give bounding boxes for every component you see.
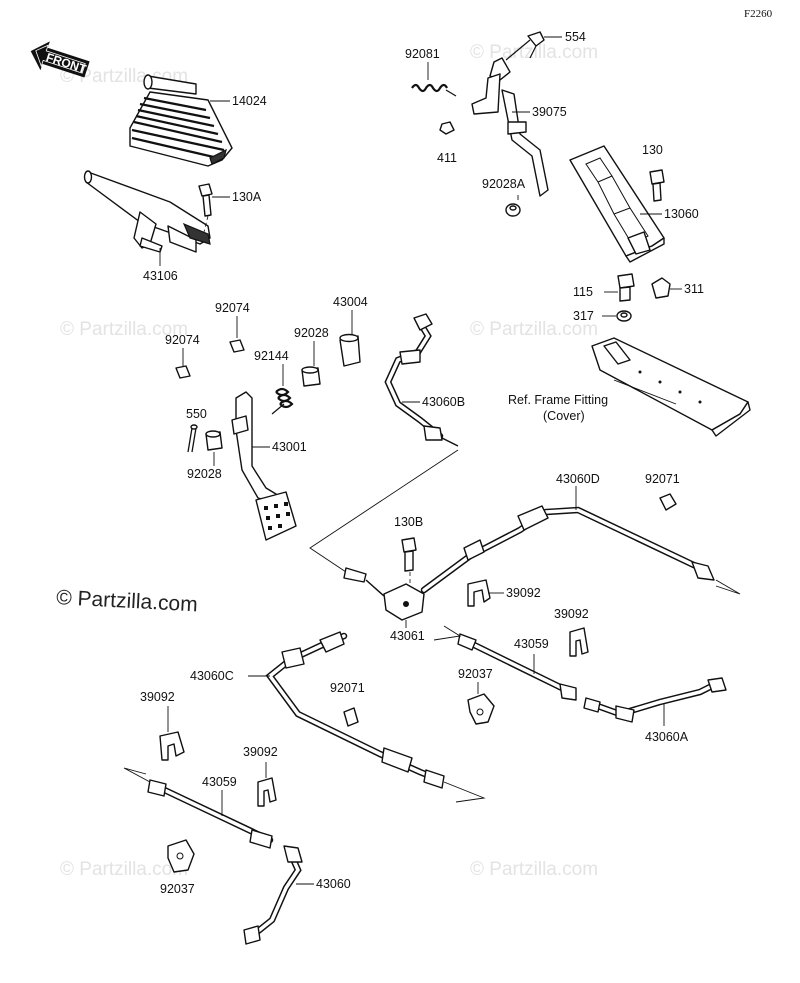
part-39092-clip-c [159,731,185,761]
part-label-92037: 92037 [458,667,493,681]
figure-code: F2260 [744,8,773,20]
part-label-39075: 39075 [532,105,567,119]
part-92071-clamp [659,493,677,511]
part-554-clip [527,31,545,59]
part-label-13060: 13060 [664,207,699,221]
part-317-washer [616,310,632,322]
part-label-43060C: 43060C [190,669,234,683]
part-label-92144: 92144 [254,349,289,363]
part-13060-pedal [569,145,665,263]
part-115-bolt [617,273,635,302]
part-label-39092: 39092 [506,586,541,600]
watermark-text: © Partzilla.com [60,319,188,340]
part-311-nut [651,277,671,299]
part-label-39092: 39092 [243,745,278,759]
reference-note-line2: (Cover) [543,409,585,423]
part-130A-bolt [198,183,213,217]
part-92028-collar-2 [205,430,223,451]
part-label-43060A: 43060A [645,730,689,744]
cable-stub [343,567,385,597]
part-14024-boot [129,74,233,167]
part-92074-bushing-lower [175,365,191,379]
part-label-311: 311 [684,282,704,296]
part-43060D-cable [420,505,715,594]
part-92074-bushing-upper [229,339,245,353]
part-130B-bolt [401,537,417,572]
part-92071-clamp-2 [343,707,359,727]
part-92037-clamp [467,693,495,725]
watermark-text: © Partzilla.com [470,859,598,880]
part-39092-clip-b [569,627,589,657]
part-label-14024: 14024 [232,94,267,108]
part-92037-clamp-2 [167,839,195,873]
part-label-92074: 92074 [215,301,250,315]
part-43060-cable [243,845,303,945]
part-43060A-cable [583,677,727,723]
part-92144-spring [271,387,294,415]
part-411-nut [439,121,455,135]
part-43001-brake-pedal [231,391,297,541]
brand-mark: © Partzilla.com [56,586,199,616]
part-label-115: 115 [573,285,593,299]
part-43106-lever [83,170,211,253]
part-label-92028: 92028 [294,326,329,340]
part-43060C-cable [265,631,445,789]
part-label-317: 317 [573,309,594,323]
part-39092-clip-a [467,579,491,607]
part-130-bolt [649,169,665,202]
part-550-cotter-pin [187,424,198,453]
front-arrow-icon: FRONT [30,41,90,78]
part-label-43059: 43059 [514,637,549,651]
part-label-92028: 92028 [187,467,222,481]
part-43059-cable-upper [457,633,577,701]
part-label-411: 411 [437,151,457,165]
part-43060B-cable [384,313,459,447]
part-43004-pin [339,333,361,367]
part-43061-joint [383,583,425,621]
part-label-92037: 92037 [160,882,195,896]
part-label-39092: 39092 [140,690,175,704]
part-label-92074: 92074 [165,333,200,347]
reference-note-line1: Ref. Frame Fitting [508,393,608,407]
watermark-text: © Partzilla.com [470,42,598,63]
part-label-43061: 43061 [390,629,425,643]
part-label-92028A: 92028A [482,177,526,191]
part-92028A-collar [505,203,521,217]
part-label-43060: 43060 [316,877,351,891]
part-39092-clip-d [257,777,277,807]
part-label-130A: 130A [232,190,262,204]
watermark-text: © Partzilla.com [470,319,598,340]
part-label-92071: 92071 [330,681,365,695]
part-label-550: 550 [186,407,207,421]
part-92028-collar [301,366,321,387]
part-label-130: 130 [642,143,663,157]
watermark-layer: © Partzilla.com © Partzilla.com © Partzi… [60,42,598,880]
brand-mark-text: © Partzilla.com [56,586,199,616]
part-label-39092: 39092 [554,607,589,621]
part-label-43059: 43059 [202,775,237,789]
watermark-text: © Partzilla.com [60,859,188,880]
part-92081-spring [411,83,457,97]
part-label-92071: 92071 [645,472,680,486]
part-label-43004: 43004 [333,295,368,309]
part-label-43001: 43001 [272,440,307,454]
part-label-92081: 92081 [405,47,440,61]
part-39075-pedal-arm [471,39,549,197]
part-43059-cable-lower [147,779,274,849]
part-label-43060D: 43060D [556,472,600,486]
part-label-43106: 43106 [143,269,178,283]
part-label-130B: 130B [394,515,423,529]
frame-fitting-cover [591,337,751,437]
part-label-43060B: 43060B [422,395,465,409]
part-label-554: 554 [565,30,586,44]
